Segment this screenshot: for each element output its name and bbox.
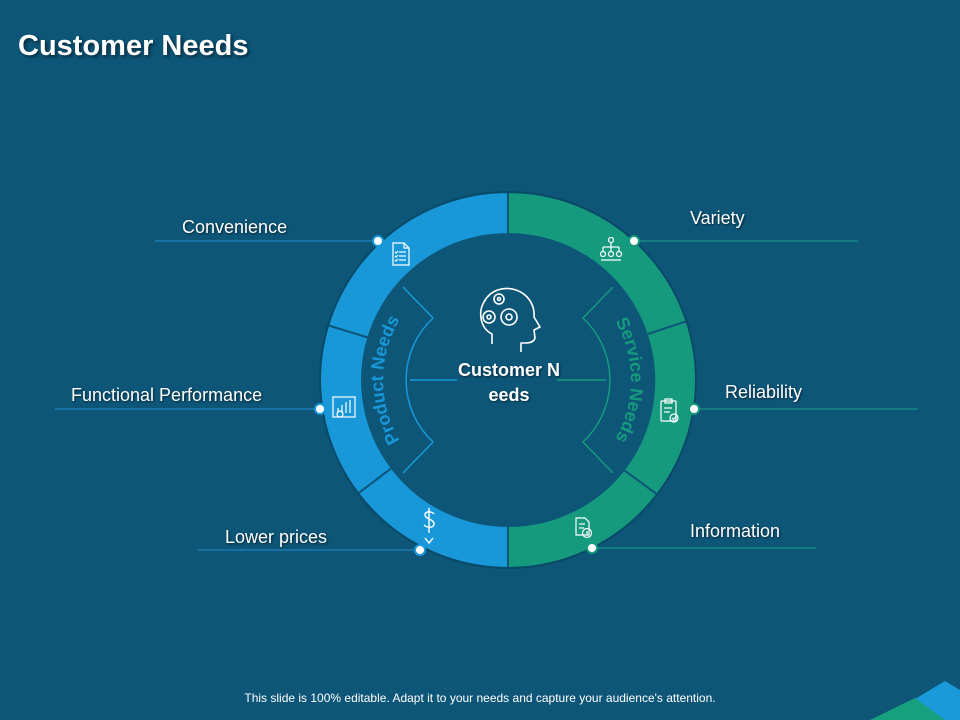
label-information: Information [690, 521, 781, 541]
marker-dot-reliability [688, 403, 700, 415]
label-convenience: Convenience [182, 217, 288, 237]
hierarchy-network-icon [599, 236, 623, 261]
checklist-document-icon [392, 242, 410, 266]
marker-dot-lower-prices [414, 544, 426, 556]
marker-dot-functional-performance [314, 403, 326, 415]
footer-note: This slide is 100% editable. Adapt it to… [244, 691, 716, 705]
label-variety: Variety [690, 208, 745, 228]
dollar-down-arrow-icon [423, 508, 435, 545]
marker-dot-information [586, 542, 598, 554]
center-label: Customer Needs [457, 360, 560, 405]
product-needs-arc-label: Product Needs [367, 312, 403, 449]
label-functional-performance: Functional Performance [71, 385, 263, 405]
marker-dot-variety [628, 235, 640, 247]
label-lower-prices: Lower prices [225, 527, 328, 547]
label-reliability: Reliability [725, 382, 803, 402]
service-needs-bracket [581, 286, 614, 474]
ring-outline [319, 191, 697, 569]
head-gears-icon [479, 287, 541, 352]
marker-dot-convenience [372, 235, 384, 247]
performance-chart-gears-icon [332, 396, 356, 418]
document-info-icon [575, 517, 593, 539]
service-needs-arc-label: Service Needs [612, 314, 647, 447]
corner-decoration-green [870, 698, 945, 720]
slide-title: Customer Needs [18, 30, 249, 62]
clipboard-check-icon [660, 398, 679, 423]
product-needs-bracket [402, 286, 435, 474]
